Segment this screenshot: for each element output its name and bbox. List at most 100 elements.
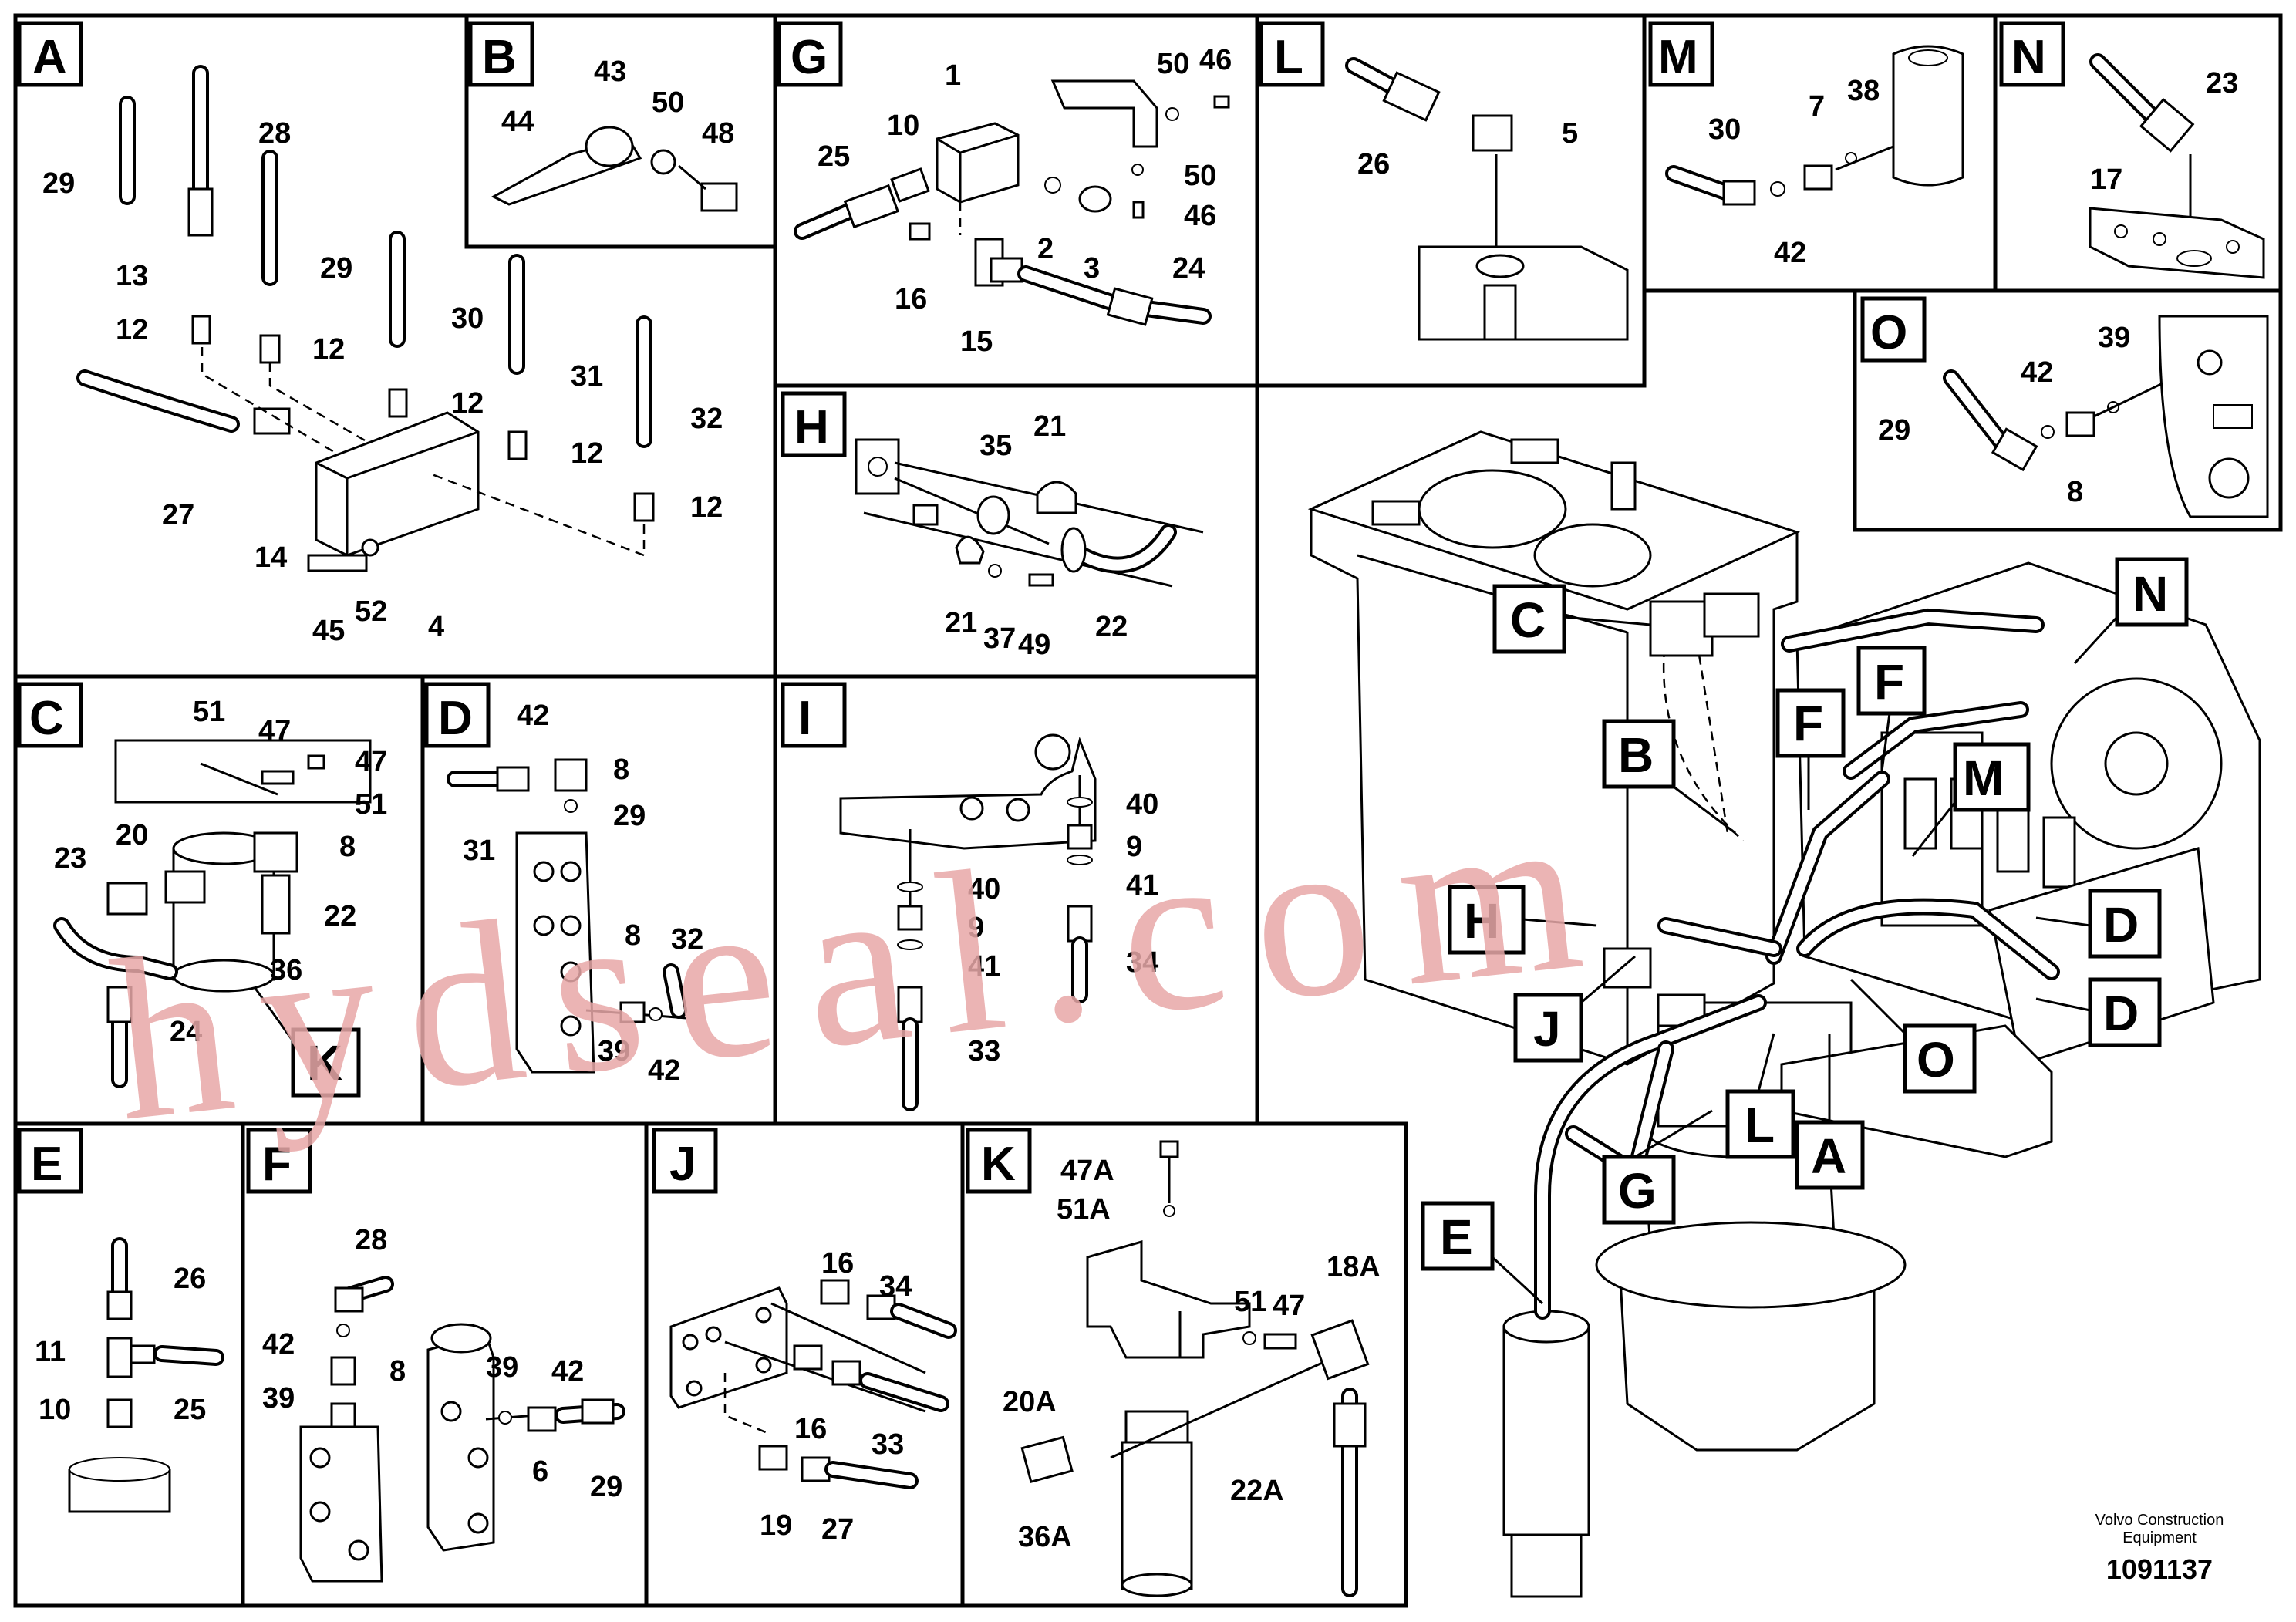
svg-text:23: 23 bbox=[2206, 67, 2238, 99]
svg-text:42: 42 bbox=[1774, 237, 1806, 269]
svg-text:41: 41 bbox=[968, 950, 1000, 983]
svg-text:3: 3 bbox=[1084, 252, 1100, 285]
svg-text:42: 42 bbox=[2021, 356, 2053, 389]
svg-text:17: 17 bbox=[2090, 164, 2122, 196]
panel-h: H 35 21 21 37 49 22 bbox=[781, 391, 1204, 661]
svg-text:12: 12 bbox=[451, 387, 484, 420]
panel-i-label: I bbox=[798, 692, 811, 745]
svg-text:10: 10 bbox=[887, 110, 919, 142]
svg-text:20: 20 bbox=[116, 819, 148, 851]
panel-o: O 39 42 29 8 bbox=[1860, 296, 2269, 518]
drawing-number: 1091137 bbox=[2106, 1553, 2213, 1585]
svg-text:20A: 20A bbox=[1003, 1386, 1057, 1418]
overview-tag-o: O bbox=[1917, 1032, 1955, 1088]
svg-text:46: 46 bbox=[1184, 200, 1216, 232]
overview-tag-b: B bbox=[1618, 727, 1654, 783]
svg-text:51A: 51A bbox=[1057, 1193, 1111, 1226]
panel-e-label: E bbox=[31, 1138, 62, 1191]
svg-text:14: 14 bbox=[255, 541, 287, 574]
panel-h-label: H bbox=[794, 401, 829, 454]
svg-text:8: 8 bbox=[613, 754, 629, 786]
svg-text:22: 22 bbox=[1095, 611, 1128, 643]
svg-text:16: 16 bbox=[794, 1413, 827, 1445]
panel-i: I 40 9 41 33 40 9 41 34 bbox=[781, 682, 1158, 1111]
svg-text:45: 45 bbox=[312, 615, 345, 647]
svg-text:47A: 47A bbox=[1060, 1155, 1114, 1187]
overview-tag-a: A bbox=[1811, 1128, 1846, 1184]
svg-text:9: 9 bbox=[968, 912, 984, 944]
svg-text:47: 47 bbox=[1273, 1290, 1305, 1322]
panel-a: A 29 28 13 12 29 12 30 12 31 12 32 12 bbox=[17, 21, 723, 647]
panel-k-label: K bbox=[981, 1138, 1016, 1191]
svg-text:28: 28 bbox=[355, 1224, 387, 1256]
overview-tag-m: M bbox=[1963, 750, 2004, 806]
overview-tag-d1: D bbox=[2103, 897, 2139, 953]
svg-text:22A: 22A bbox=[1230, 1475, 1284, 1507]
svg-text:42: 42 bbox=[262, 1328, 295, 1361]
svg-text:13: 13 bbox=[116, 260, 148, 292]
svg-text:7: 7 bbox=[1809, 90, 1825, 123]
svg-text:27: 27 bbox=[821, 1513, 854, 1546]
panel-l: L 26 5 bbox=[1259, 21, 1629, 341]
svg-text:47: 47 bbox=[355, 746, 387, 778]
panel-n: N 23 17 bbox=[1999, 21, 2265, 279]
svg-text:12: 12 bbox=[571, 437, 603, 470]
svg-text:11: 11 bbox=[35, 1336, 66, 1368]
svg-text:36: 36 bbox=[270, 954, 302, 986]
svg-text:16: 16 bbox=[895, 283, 927, 315]
svg-text:30: 30 bbox=[1708, 113, 1741, 146]
panel-a-label: A bbox=[32, 31, 67, 84]
svg-text:1: 1 bbox=[945, 59, 961, 92]
svg-text:31: 31 bbox=[463, 835, 495, 867]
footer-company-line2: Equipment bbox=[2122, 1529, 2197, 1546]
svg-text:30: 30 bbox=[451, 302, 484, 335]
overview-tag-d2: D bbox=[2103, 986, 2139, 1041]
svg-text:40: 40 bbox=[1126, 788, 1158, 821]
svg-text:2: 2 bbox=[1037, 233, 1054, 265]
svg-text:12: 12 bbox=[312, 333, 345, 366]
svg-text:29: 29 bbox=[590, 1471, 622, 1503]
overview-tag-j: J bbox=[1533, 1001, 1561, 1057]
svg-text:42: 42 bbox=[517, 700, 549, 732]
svg-text:36A: 36A bbox=[1018, 1521, 1072, 1553]
panel-f-label: F bbox=[262, 1138, 292, 1191]
svg-text:8: 8 bbox=[2067, 476, 2083, 508]
svg-text:8: 8 bbox=[339, 831, 356, 863]
svg-text:26: 26 bbox=[174, 1263, 206, 1295]
svg-text:8: 8 bbox=[389, 1355, 406, 1388]
panel-f: F 28 42 8 39 39 42 6 29 bbox=[246, 1128, 625, 1583]
svg-text:49: 49 bbox=[1018, 629, 1050, 661]
panel-l-label: L bbox=[1274, 31, 1303, 84]
svg-text:51: 51 bbox=[1234, 1286, 1266, 1318]
svg-text:22: 22 bbox=[324, 900, 356, 932]
svg-text:29: 29 bbox=[1878, 414, 1910, 447]
overview-tag-c: C bbox=[1510, 592, 1546, 648]
panel-g: G 1 50 46 25 10 50 46 2 3 16 15 24 bbox=[777, 21, 1232, 358]
svg-text:39: 39 bbox=[598, 1035, 630, 1067]
overview-tag-n: N bbox=[2132, 566, 2168, 622]
svg-text:5: 5 bbox=[1562, 117, 1578, 150]
svg-text:39: 39 bbox=[262, 1382, 295, 1415]
overview-tags: C N F F B M D H D J bbox=[1421, 557, 2189, 1305]
panel-j: J 16 34 33 16 19 27 bbox=[652, 1128, 957, 1546]
panel-m-label: M bbox=[1658, 31, 1698, 84]
svg-text:51: 51 bbox=[193, 696, 225, 728]
svg-text:15: 15 bbox=[960, 325, 993, 358]
svg-text:25: 25 bbox=[174, 1394, 206, 1426]
svg-text:51: 51 bbox=[355, 788, 387, 821]
svg-text:24: 24 bbox=[1172, 252, 1205, 285]
svg-text:42: 42 bbox=[648, 1054, 680, 1087]
svg-text:25: 25 bbox=[818, 140, 850, 173]
overview-tag-l: L bbox=[1745, 1098, 1775, 1153]
svg-text:32: 32 bbox=[690, 403, 723, 435]
panel-frames bbox=[13, 13, 2283, 1608]
svg-text:52: 52 bbox=[355, 595, 387, 628]
svg-text:33: 33 bbox=[872, 1428, 904, 1461]
svg-text:40: 40 bbox=[968, 873, 1000, 905]
svg-text:21: 21 bbox=[1033, 410, 1066, 443]
panel-c-label: C bbox=[29, 692, 64, 745]
svg-text:50: 50 bbox=[652, 86, 684, 119]
panel-c-k-tag: K bbox=[307, 1035, 342, 1091]
svg-text:8: 8 bbox=[625, 919, 641, 952]
svg-text:12: 12 bbox=[690, 491, 723, 524]
